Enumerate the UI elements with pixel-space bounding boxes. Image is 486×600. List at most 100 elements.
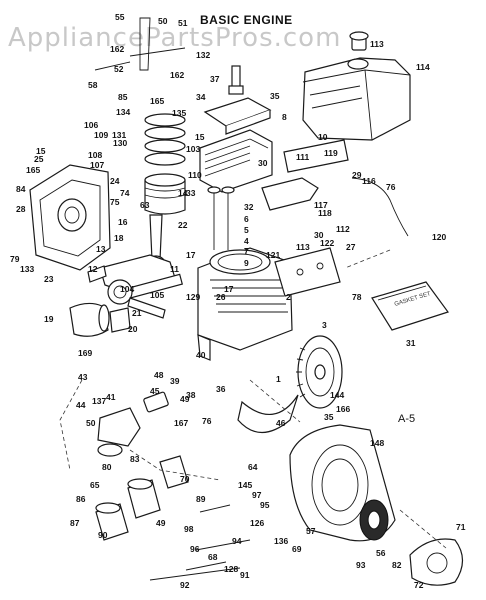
- mounting-plate: [274, 247, 341, 297]
- control-bracket: [261, 139, 349, 211]
- part-number-label: 126: [250, 518, 264, 528]
- part-number-label: 76: [386, 182, 396, 192]
- part-number-label: 85: [118, 92, 128, 102]
- part-number-label: 134: [116, 107, 130, 117]
- part-number-label: 57: [306, 526, 316, 536]
- muffler: [69, 302, 131, 337]
- part-number-label: 75: [110, 197, 120, 207]
- part-number-label: 131: [112, 130, 126, 140]
- part-number-label: 148: [370, 438, 384, 448]
- part-number-label: 46: [276, 418, 286, 428]
- part-number-label: 165: [150, 96, 164, 106]
- part-number-label: 31: [406, 338, 416, 348]
- watermark: AppliancePartsPros.com: [8, 23, 341, 53]
- part-number-label: 28: [16, 204, 26, 214]
- part-number-label: 40: [196, 350, 206, 360]
- assembly-line: [129, 449, 221, 481]
- parts-artwork: GASKET SET: [29, 17, 464, 586]
- part-number-label: 137: [92, 396, 106, 406]
- part-number-label: 51: [178, 18, 188, 28]
- part-number-label: 120: [432, 232, 446, 242]
- part-number-label: 113: [370, 39, 384, 49]
- part-number-label: 50: [86, 418, 96, 428]
- part-number-label: 15: [195, 132, 205, 142]
- part-number-label: 136: [274, 536, 288, 546]
- part-number-label: 13: [96, 244, 106, 254]
- governor-arm: [94, 17, 186, 71]
- part-number-label: 12: [88, 264, 98, 274]
- part-number-label: 33: [186, 188, 196, 198]
- part-number-label: 132: [196, 50, 210, 60]
- part-number-label: 52: [114, 64, 124, 74]
- part-number-label: 30: [258, 158, 268, 168]
- part-number-label: 133: [20, 264, 34, 274]
- rewind-starter: [409, 538, 464, 586]
- fuel-line: [351, 177, 409, 237]
- part-number-label: 9: [244, 258, 249, 268]
- part-number-label: 58: [88, 80, 98, 90]
- part-number-label: 2: [286, 292, 291, 302]
- part-number-label: 56: [376, 548, 386, 558]
- part-number-label: 78: [352, 292, 362, 302]
- part-number-label: 16: [118, 217, 128, 227]
- part-number-label: 65: [90, 480, 100, 490]
- part-number-label: 6: [244, 214, 249, 224]
- part-number-label: 107: [90, 160, 104, 170]
- part-number-label: 50: [158, 16, 168, 26]
- part-number-label: 112: [336, 224, 350, 234]
- part-number-label: 41: [106, 392, 116, 402]
- part-number-label: 44: [76, 400, 86, 410]
- part-number-label: 95: [260, 500, 270, 510]
- part-number-label: 23: [44, 274, 54, 284]
- part-number-label: 26: [216, 292, 226, 302]
- part-number-label: 38: [186, 390, 196, 400]
- breather-cover: [203, 97, 272, 135]
- part-number-label: 64: [248, 462, 258, 472]
- part-number-label: 63: [140, 200, 150, 210]
- part-number-label: 55: [115, 12, 125, 22]
- crankcase-cover: [29, 164, 111, 271]
- gasket-booklet: GASKET SET: [371, 281, 449, 331]
- part-number-label: 34: [196, 92, 206, 102]
- part-number-label: 162: [170, 70, 184, 80]
- diagram-title: BASIC ENGINE: [200, 13, 293, 27]
- part-number-label: 69: [292, 544, 302, 554]
- crankshaft: [87, 254, 184, 301]
- part-number-label: 111: [296, 152, 310, 162]
- part-number-label: 117: [314, 200, 328, 210]
- part-number-label: 103: [186, 144, 200, 154]
- part-number-label: 29: [352, 170, 362, 180]
- part-number-label: 87: [70, 518, 80, 528]
- part-number-label: 37: [210, 74, 220, 84]
- part-number-label: 36: [216, 384, 226, 394]
- part-number-label: 45: [150, 386, 160, 396]
- part-number-label: 84: [16, 184, 26, 194]
- part-number-label: 106: [84, 120, 98, 130]
- part-number-label: 70: [180, 474, 190, 484]
- assembly-line: [249, 379, 301, 423]
- engine-block: [197, 247, 293, 361]
- part-number-label: 108: [88, 150, 102, 160]
- linkage-rods: [149, 504, 251, 581]
- part-number-label: 14: [178, 188, 188, 198]
- piston: [144, 173, 186, 215]
- part-number-label: 104: [120, 284, 134, 294]
- part-number-label: 162: [110, 44, 124, 54]
- spark-plug: [228, 65, 244, 95]
- starter-gear: [359, 499, 389, 541]
- part-number-label: 114: [416, 62, 430, 72]
- part-number-label: 21: [132, 308, 142, 318]
- piston-rings: [144, 113, 186, 166]
- fuel-tank: [302, 57, 411, 141]
- part-number-label: 122: [320, 238, 334, 248]
- part-number-label: 22: [178, 220, 188, 230]
- part-number-label: 49: [156, 518, 166, 528]
- part-number-label: 39: [170, 376, 180, 386]
- part-number-label: 79: [10, 254, 20, 264]
- part-number-label: 166: [336, 404, 350, 414]
- part-number-label: 135: [172, 108, 186, 118]
- part-number-label: 27: [346, 242, 356, 252]
- part-number-label: 89: [196, 494, 206, 504]
- part-number-label: 32: [244, 202, 254, 212]
